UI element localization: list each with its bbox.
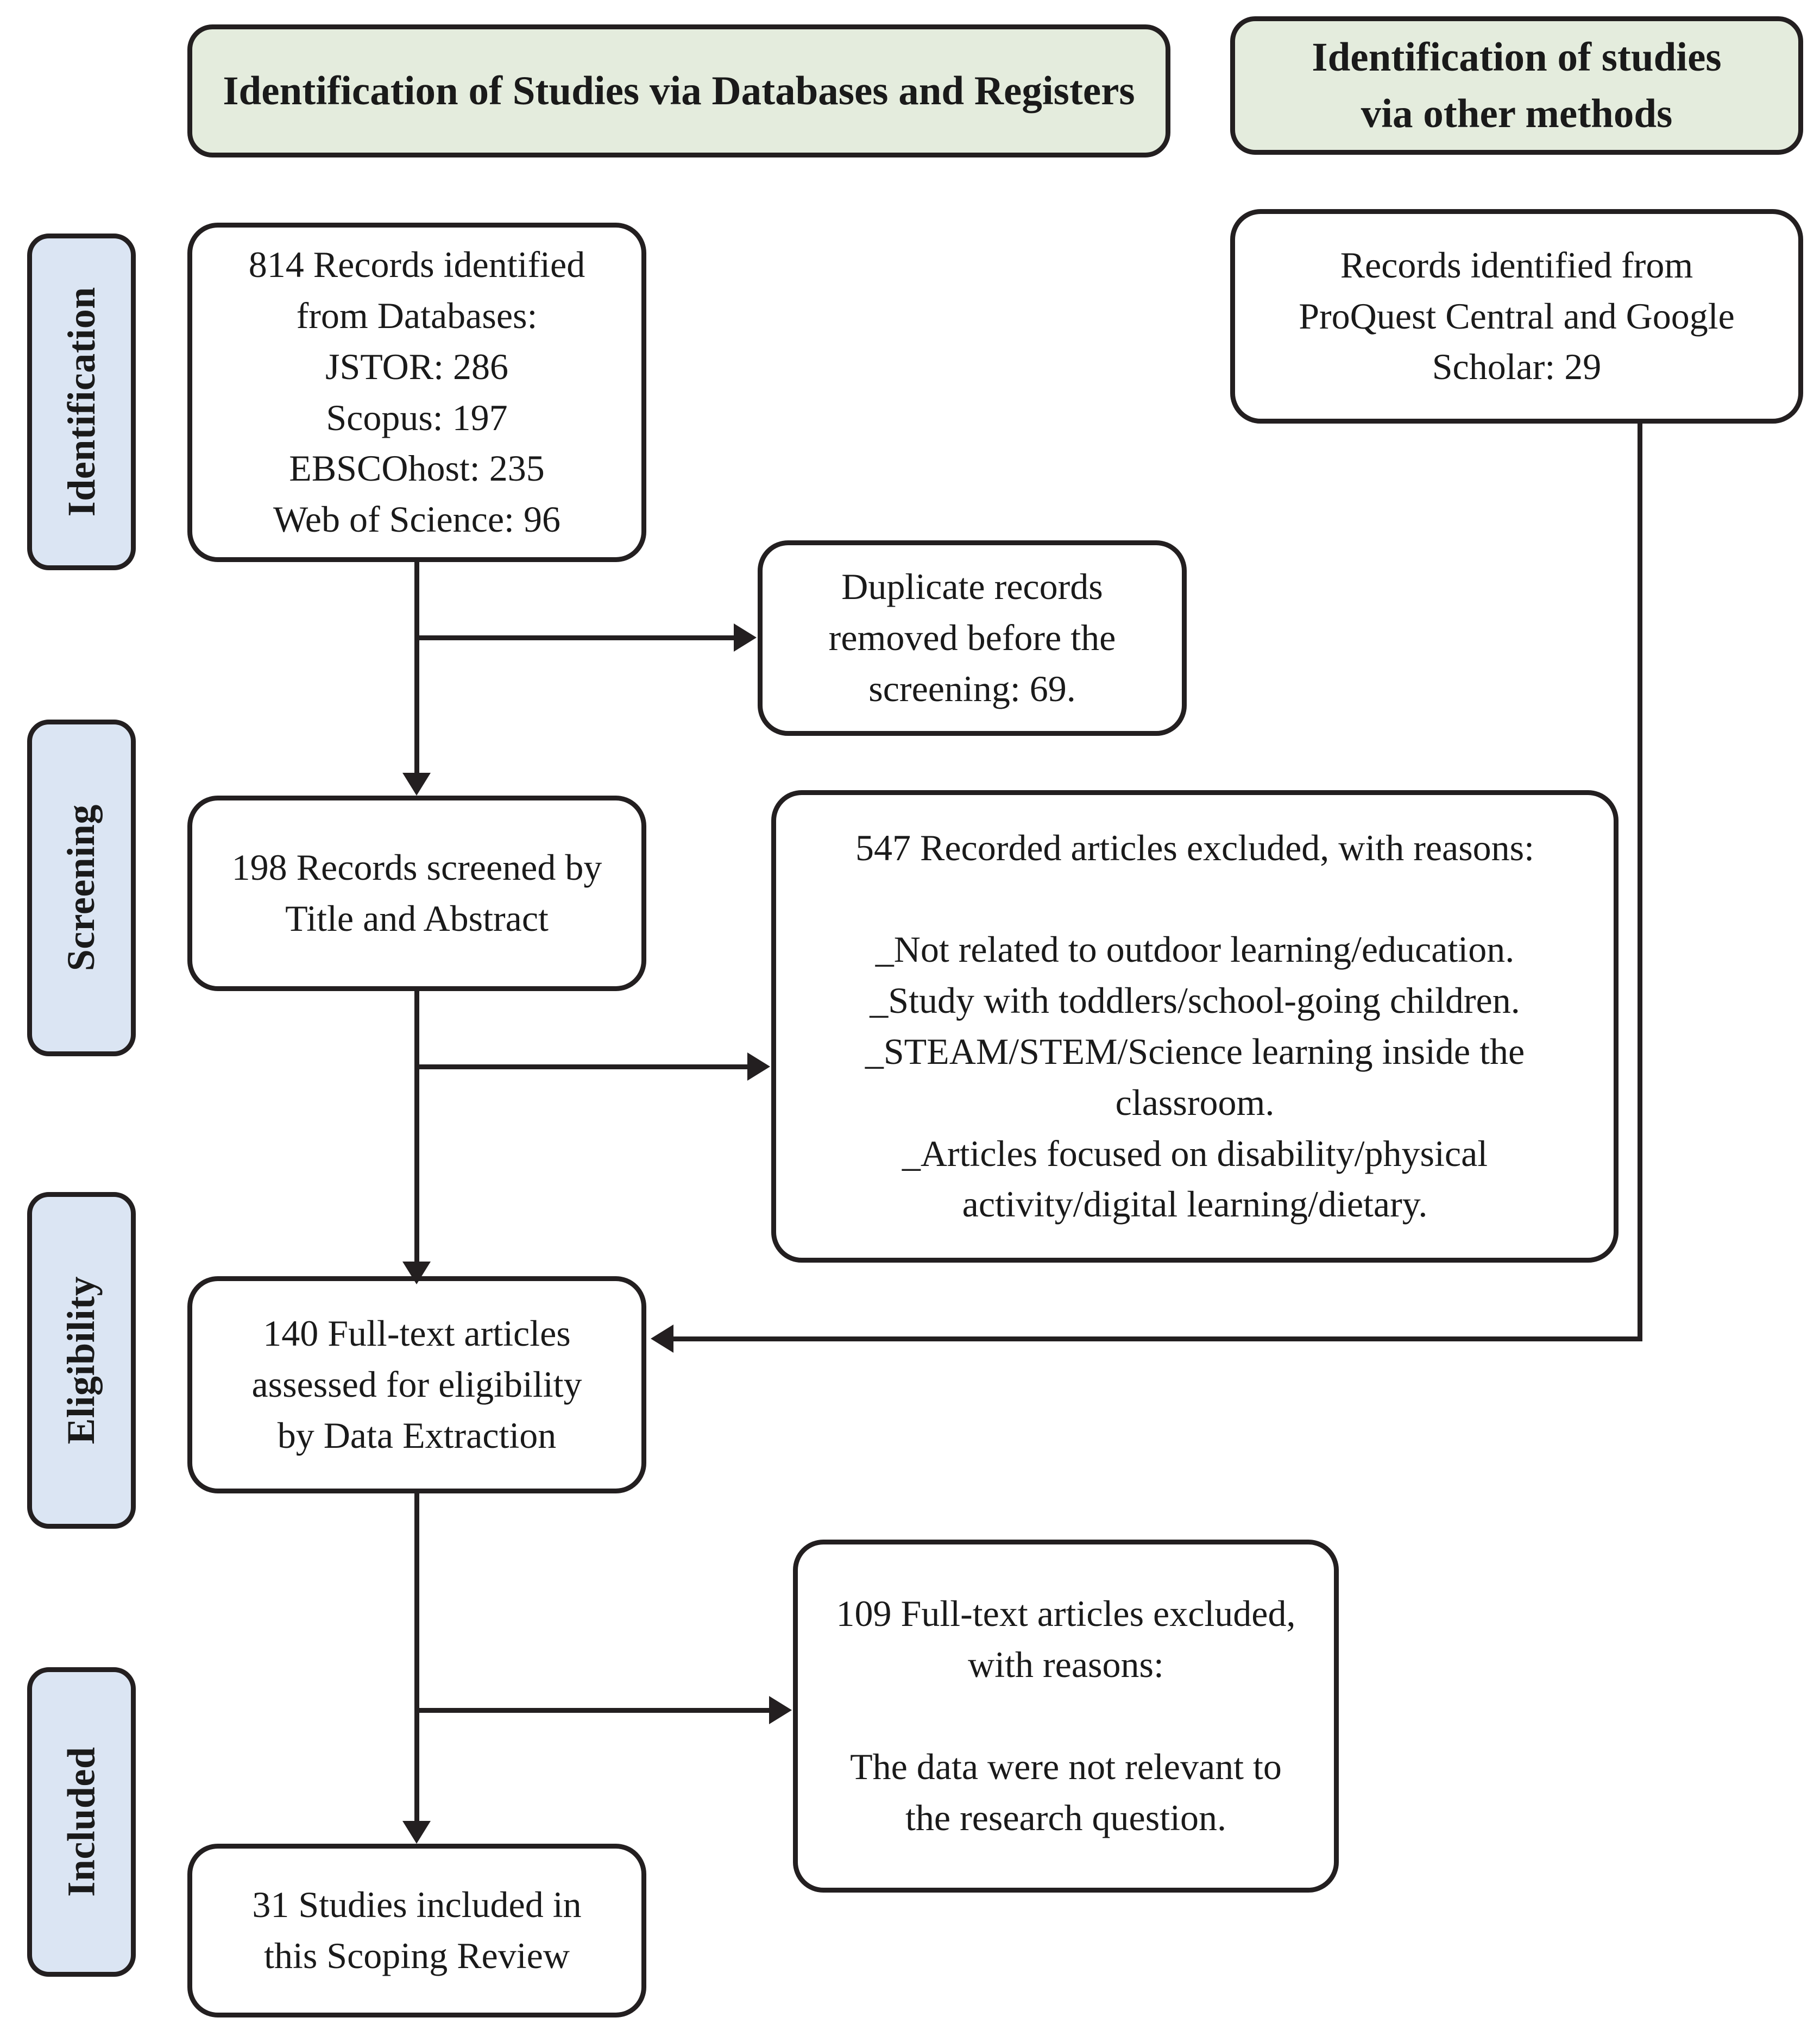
phase-identification-label: Identification	[59, 287, 103, 517]
connector-other-sources-vertical	[1638, 424, 1642, 1341]
phase-eligibility-label: Eligibility	[59, 1276, 103, 1445]
connector-assessed-to-included-vertical	[414, 1493, 419, 1822]
fulltext-excluded-text: 109 Full-text articles excluded, with re…	[836, 1593, 1296, 1838]
header-databases-label: Identification of Studies via Databases …	[223, 68, 1135, 114]
connector-screened-to-excluded-horizontal	[414, 1064, 748, 1069]
arrow-assessed-to-fulltext-excluded	[769, 1696, 792, 1724]
box-duplicates-removed: Duplicate records removed before the scr…	[758, 540, 1187, 736]
phase-screening-label: Screening	[59, 804, 103, 972]
records-identified-text: 814 Records identified from Databases: J…	[248, 244, 585, 540]
connector-identified-to-duplicates-horizontal	[414, 635, 735, 640]
arrow-identified-to-screened	[402, 773, 431, 796]
arrow-assessed-to-included	[402, 1821, 431, 1844]
box-fulltext-excluded: 109 Full-text articles excluded, with re…	[793, 1540, 1339, 1893]
box-fulltext-assessed: 140 Full-text articles assessed for elig…	[187, 1276, 646, 1493]
other-sources-text: Records identified from ProQuest Central…	[1299, 244, 1735, 388]
header-other-methods: Identification of studies via other meth…	[1230, 16, 1803, 155]
connector-identified-to-screened-vertical	[414, 562, 419, 774]
connector-screened-to-assessed-vertical	[414, 991, 419, 1263]
box-records-screened: 198 Records screened by Title and Abstra…	[187, 796, 646, 991]
phase-label-screening: Screening	[27, 720, 136, 1056]
studies-included-text: 31 Studies included in this Scoping Revi…	[252, 1884, 582, 1976]
arrow-identified-to-duplicates	[734, 623, 757, 652]
phase-label-included: Included	[27, 1667, 136, 1977]
phase-included-label: Included	[59, 1746, 103, 1897]
box-studies-included: 31 Studies included in this Scoping Revi…	[187, 1844, 646, 2017]
phase-label-identification: Identification	[27, 234, 136, 570]
box-other-sources: Records identified from ProQuest Central…	[1230, 209, 1803, 424]
records-screened-text: 198 Records screened by Title and Abstra…	[231, 847, 602, 939]
box-records-identified: 814 Records identified from Databases: J…	[187, 223, 646, 562]
connector-assessed-to-fulltext-excluded-horizontal	[414, 1708, 770, 1713]
box-records-excluded: 547 Recorded articles excluded, with rea…	[771, 790, 1619, 1263]
fulltext-assessed-text: 140 Full-text articles assessed for elig…	[251, 1313, 582, 1456]
records-excluded-text: 547 Recorded articles excluded, with rea…	[855, 827, 1535, 1225]
arrow-screened-to-assessed	[402, 1262, 431, 1284]
header-databases-registers: Identification of Studies via Databases …	[187, 24, 1170, 157]
header-other-methods-label: Identification of studies via other meth…	[1312, 35, 1722, 136]
phase-label-eligibility: Eligibility	[27, 1192, 136, 1529]
duplicates-removed-text: Duplicate records removed before the scr…	[828, 566, 1116, 709]
connector-other-sources-horizontal	[673, 1336, 1642, 1341]
arrow-screened-to-excluded	[747, 1052, 770, 1081]
arrow-other-sources-to-assessed	[651, 1325, 673, 1353]
